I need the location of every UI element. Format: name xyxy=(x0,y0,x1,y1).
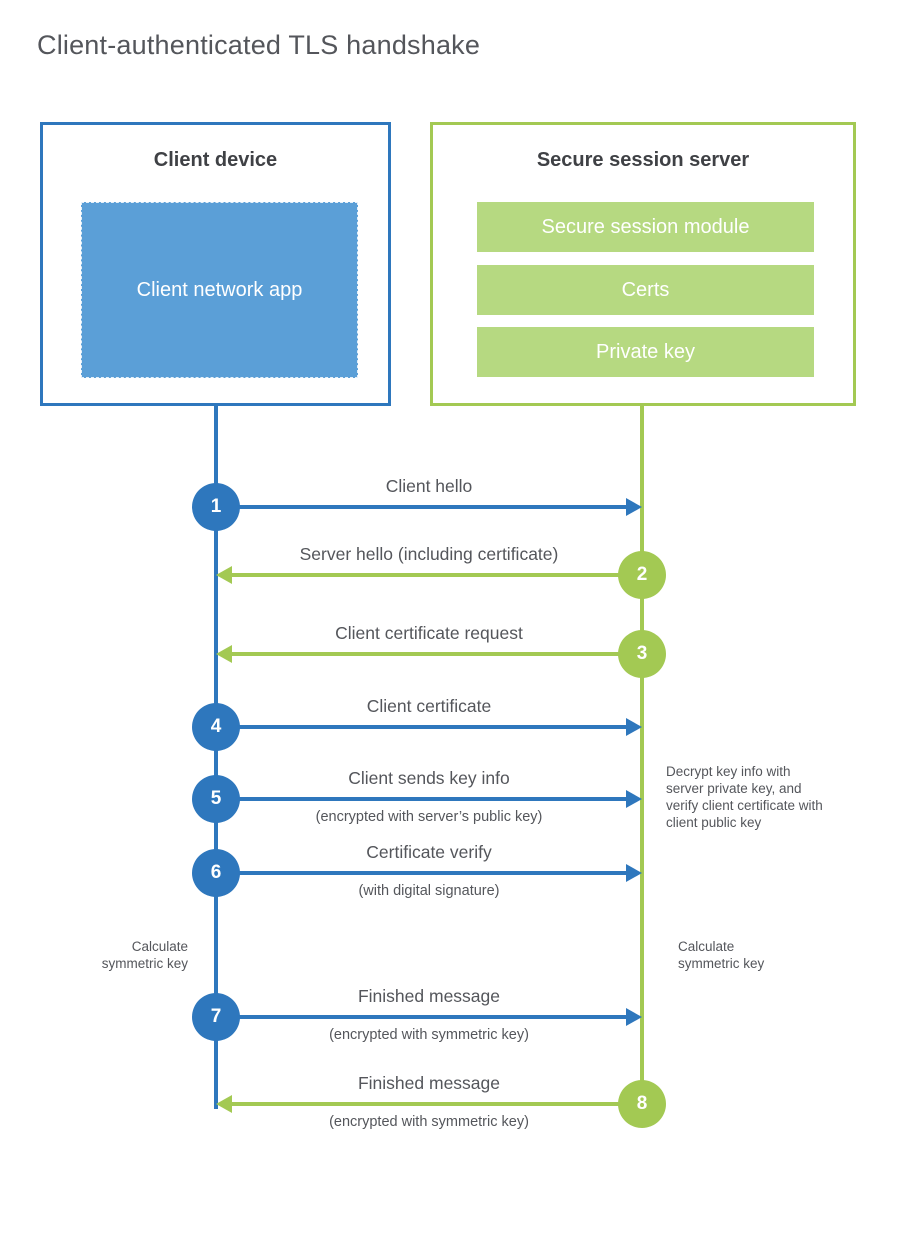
step-5-sublabel: (encrypted with server’s public key) xyxy=(315,809,543,825)
step-4-arrow-line xyxy=(216,725,626,729)
step-7-badge: 7 xyxy=(192,993,240,1041)
step-2-label: Server hello (including certificate) xyxy=(299,544,559,564)
secure-session-server-box: Secure session server Secure session mod… xyxy=(430,122,856,406)
step-2-badge: 2 xyxy=(618,551,666,599)
step-6-arrow-line xyxy=(216,871,626,875)
step-3-arrow-line xyxy=(232,652,642,656)
step-8-label: Finished message xyxy=(357,1073,501,1093)
step-4-arrowhead-right-icon xyxy=(626,718,642,736)
client-lifeline xyxy=(214,406,218,1109)
step-5-label: Client sends key info xyxy=(348,768,510,788)
step-6-label: Certificate verify xyxy=(366,842,492,862)
step-6-badge: 6 xyxy=(192,849,240,897)
step-8-arrowhead-left-icon xyxy=(216,1095,232,1113)
server-calculate-note: Calculate symmetric key xyxy=(678,939,765,971)
server-decrypt-note: Decrypt key info with server private key… xyxy=(666,764,823,830)
step-3-arrowhead-left-icon xyxy=(216,645,232,663)
step-7-arrow-line xyxy=(216,1015,626,1019)
client-device-title: Client device xyxy=(153,149,278,171)
step-1-label: Client hello xyxy=(385,476,473,496)
secure-session-server-title: Secure session server xyxy=(536,149,750,171)
step-8-badge: 8 xyxy=(618,1080,666,1128)
step-7-sublabel: (encrypted with symmetric key) xyxy=(329,1027,529,1043)
step-4-badge: 4 xyxy=(192,703,240,751)
step-5-arrowhead-right-icon xyxy=(626,790,642,808)
client-calculate-note: Calculate symmetric key xyxy=(101,939,188,971)
client-network-app-box: Client network app xyxy=(81,202,358,378)
server-module-certs: Certs xyxy=(477,265,814,315)
step-8-arrow-line xyxy=(232,1102,642,1106)
step-2-arrowhead-left-icon xyxy=(216,566,232,584)
step-4-label: Client certificate xyxy=(366,696,492,716)
step-1-arrowhead-right-icon xyxy=(626,498,642,516)
step-7-label: Finished message xyxy=(357,986,501,1006)
page-title: Client-authenticated TLS handshake xyxy=(37,30,481,60)
step-2-arrow-line xyxy=(232,573,642,577)
step-1-arrow-line xyxy=(216,505,626,509)
step-6-sublabel: (with digital signature) xyxy=(358,883,500,899)
client-network-app-label: Client network app xyxy=(136,279,303,301)
step-5-arrow-line xyxy=(216,797,626,801)
step-6-arrowhead-right-icon xyxy=(626,864,642,882)
server-module-private-key: Private key xyxy=(477,327,814,377)
server-lifeline xyxy=(640,406,644,1104)
client-device-box: Client device Client network app xyxy=(40,122,391,406)
step-3-badge: 3 xyxy=(618,630,666,678)
step-7-arrowhead-right-icon xyxy=(626,1008,642,1026)
step-8-sublabel: (encrypted with symmetric key) xyxy=(329,1114,529,1130)
step-5-badge: 5 xyxy=(192,775,240,823)
step-1-badge: 1 xyxy=(192,483,240,531)
step-3-label: Client certificate request xyxy=(335,623,523,643)
server-module-secure-session: Secure session module xyxy=(477,202,814,252)
